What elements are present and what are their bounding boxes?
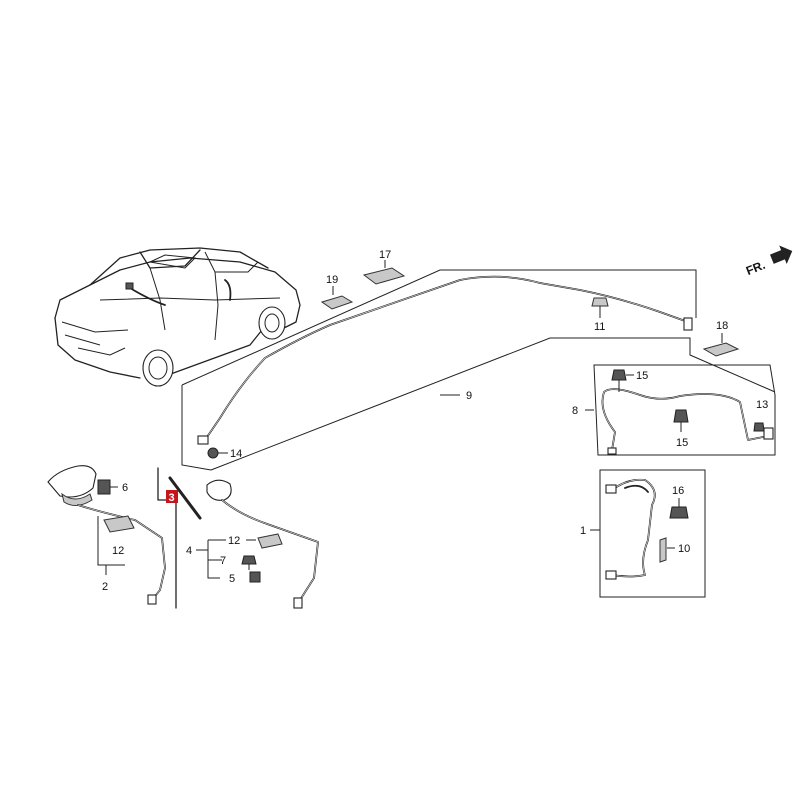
callout-12-right: 12: [228, 535, 240, 547]
callout-15-lower: 15: [676, 437, 688, 449]
callout-12-left: 12: [112, 545, 124, 557]
callout-17: 17: [379, 249, 391, 261]
callout-6: 6: [122, 482, 128, 494]
item-1-group: [590, 469, 706, 598]
callout-4: 4: [186, 545, 192, 557]
pad-parts: [320, 260, 740, 357]
callout-13: 13: [756, 399, 768, 411]
callout-15-upper: 15: [636, 370, 648, 382]
item-2-group: [47, 465, 166, 605]
callout-19: 19: [326, 274, 338, 286]
arrow-right-icon: [769, 245, 793, 265]
callout-16: 16: [672, 485, 684, 497]
callout-1: 1: [580, 525, 586, 537]
car-illustration: [54, 247, 301, 387]
callout-11: 11: [594, 321, 605, 333]
callout-3: 3: [169, 492, 175, 504]
callout-14: 14: [230, 448, 242, 460]
item-8-group: [585, 364, 776, 456]
front-direction-label: FR.: [744, 258, 767, 278]
callout-7: 7: [220, 555, 226, 567]
callout-10: 10: [678, 543, 690, 555]
callout-2: 2: [102, 581, 108, 593]
callout-18: 18: [716, 320, 728, 332]
front-direction-indicator: FR.: [744, 245, 793, 278]
callout-8: 8: [572, 405, 578, 417]
callout-5: 5: [229, 573, 235, 585]
item-9-group: [181, 269, 776, 471]
callout-9: 9: [466, 390, 472, 402]
item-4-group: [168, 476, 319, 609]
callout-labels: 1 2 3 4 5 6 7 8 9 10 11 12 12 13 14 15 1…: [102, 249, 768, 593]
callout-3-highlight: [166, 490, 178, 503]
